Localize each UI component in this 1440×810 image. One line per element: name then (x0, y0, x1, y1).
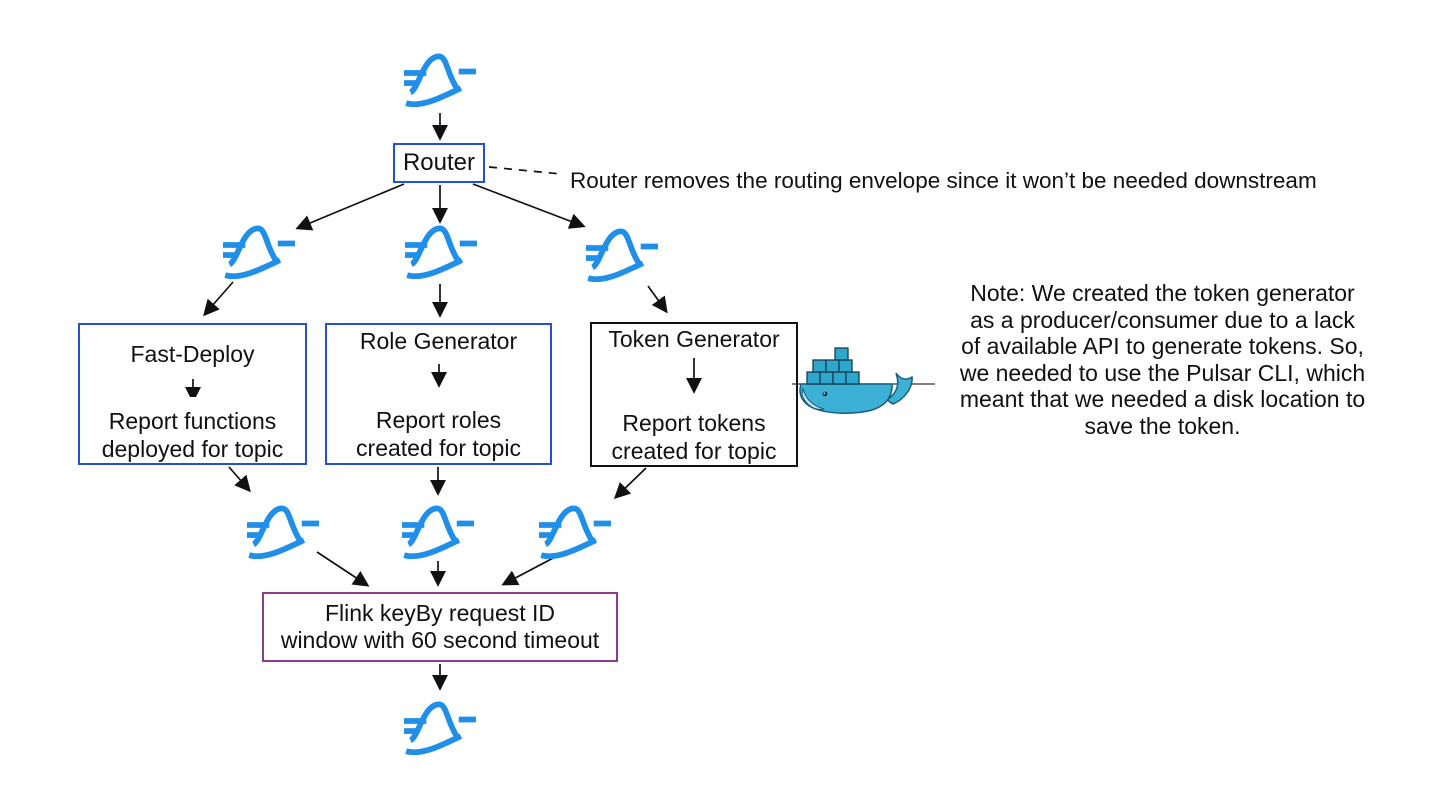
fast-deploy-box: Fast-Deploy Report functions deployed fo… (78, 323, 307, 465)
note-line: save the token. (1084, 412, 1241, 439)
note-line: as a producer/consumer due to a lack (970, 306, 1355, 333)
note-line: Note: We created the token generator (970, 280, 1355, 306)
down-arrow-icon (686, 358, 702, 394)
role-generator-body-line2: created for topic (356, 435, 521, 461)
docker-whale-icon (792, 347, 935, 414)
token-generator-body-line2: created for topic (611, 438, 777, 464)
fast-deploy-body-line2: deployed for topic (101, 436, 284, 462)
fast-deploy-title: Fast-Deploy (130, 341, 255, 367)
fast-deploy-body-line1: Report functions (108, 408, 277, 434)
role-generator-box: Role Generator Report roles created for … (325, 323, 552, 465)
pulsar-topic-icon (404, 697, 476, 755)
router-box: Router (393, 143, 485, 183)
pulsar-topic-icon (223, 221, 295, 279)
pulsar-topic-icon (247, 501, 319, 559)
flink-line1: Flink keyBy request ID (324, 600, 556, 626)
flink-line2: window with 60 second timeout (280, 627, 600, 653)
token-generator-title: Token Generator (608, 326, 780, 352)
token-generator-box: Token Generator Report tokens created fo… (590, 322, 798, 467)
router-annotation: Router removes the routing envelope sinc… (570, 168, 1317, 193)
pulsar-topic-icon (539, 501, 611, 559)
router-annotation-dashed-connector (488, 166, 562, 175)
fast-deploy-body: Report functions deployed for topic (102, 407, 284, 463)
note-line: of available API to generate tokens. So, (961, 333, 1364, 359)
role-generator-body: Report roles created for topic (356, 406, 521, 462)
note-block: Note: We created the token generator as … (920, 280, 1405, 439)
down-arrow-icon (430, 364, 447, 388)
note-line: we needed to use the Pulsar CLI, which (959, 359, 1366, 386)
token-generator-body: Report tokens created for topic (612, 409, 777, 465)
flink-keyby-box: Flink keyBy request ID window with 60 se… (262, 592, 618, 662)
pulsar-topic-icon (402, 501, 474, 559)
role-generator-body-line1: Report roles (375, 407, 502, 433)
down-arrow-icon (184, 379, 201, 397)
note-line: meant that we needed a disk location to (959, 386, 1366, 412)
pulsar-topic-icon (586, 224, 658, 282)
pulsar-topic-icon (404, 49, 476, 107)
role-generator-title: Role Generator (359, 328, 518, 354)
pulsar-topic-icon (405, 221, 477, 279)
router-label: Router (402, 149, 476, 176)
token-generator-body-line1: Report tokens (622, 410, 766, 436)
